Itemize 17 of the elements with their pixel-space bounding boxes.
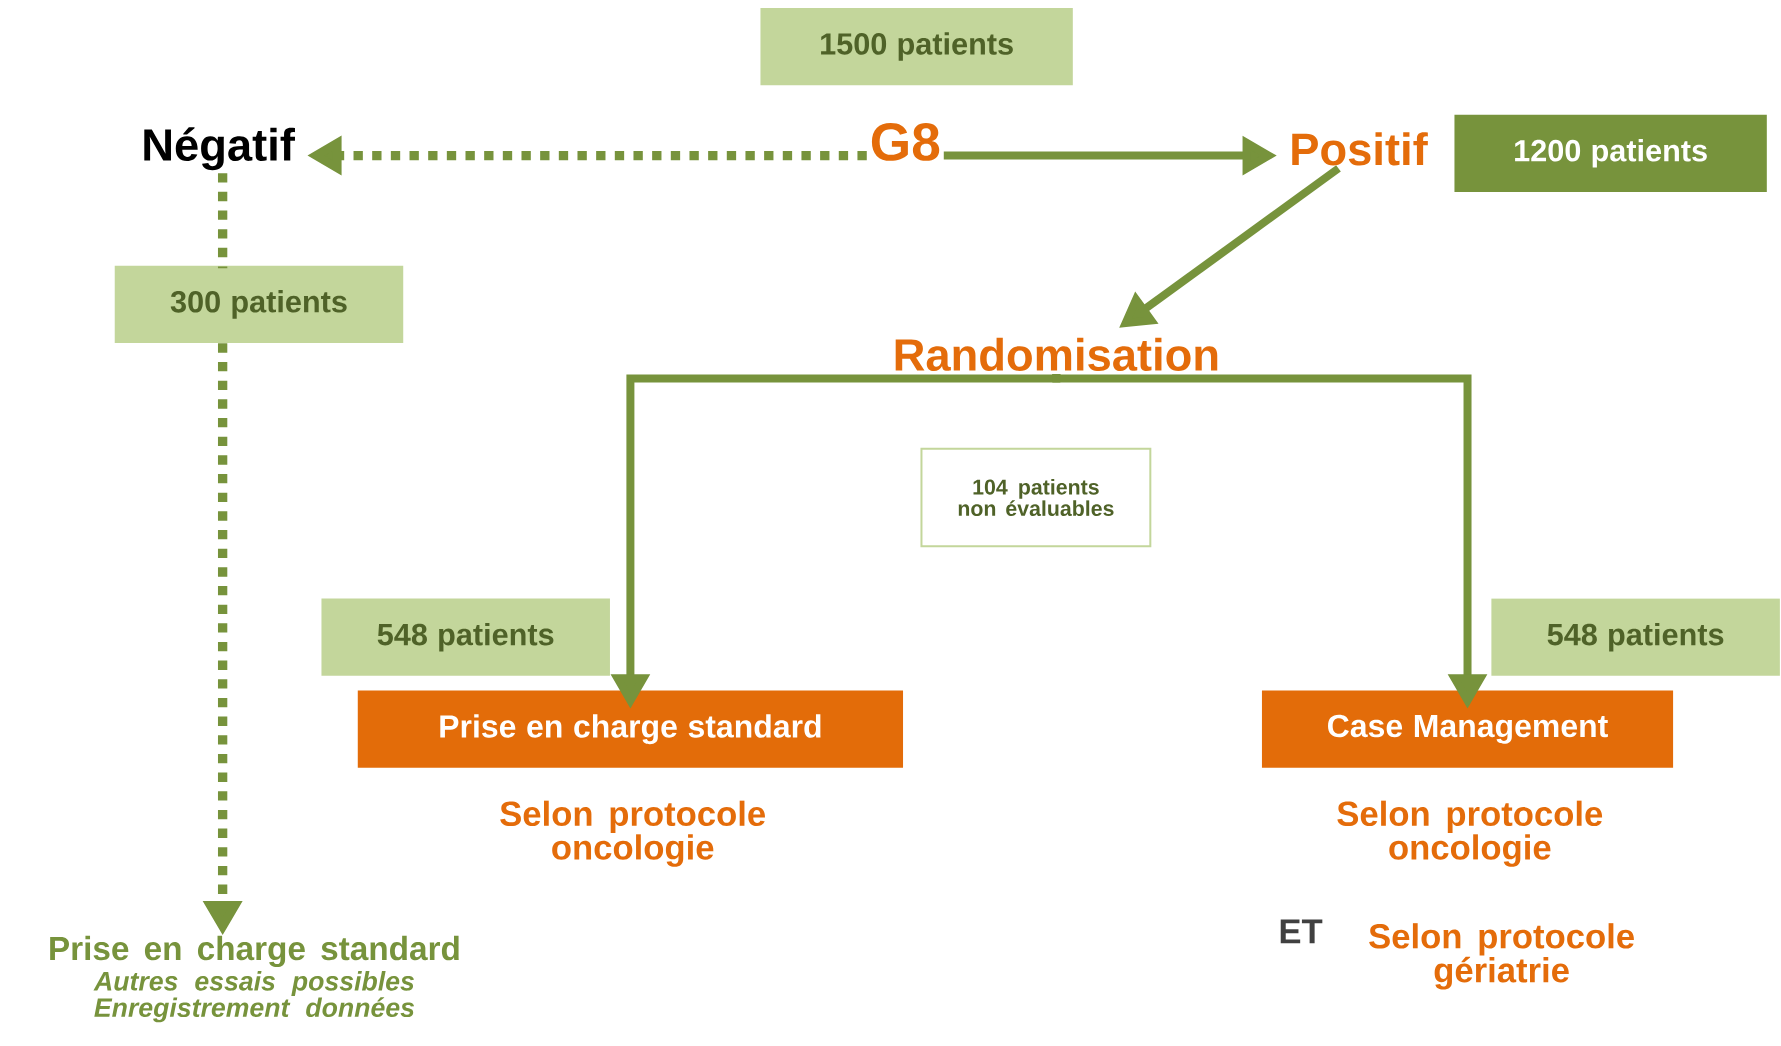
arm-box: Prise en charge standard [357, 690, 904, 768]
arm-box: Case Management [1261, 690, 1674, 768]
caption-text: Selon protocole oncologie [1337, 800, 1603, 867]
result-label: Positif [1292, 132, 1428, 166]
step-label: G8 [871, 123, 940, 161]
caption-text: Selon protocole oncologie [500, 800, 765, 867]
note-box: 104 patients non évaluables [920, 447, 1152, 548]
caption-text: Selon protocole gériatrie [1369, 923, 1634, 990]
count-box: 1200 patients [1454, 114, 1767, 192]
count-box: 1500 patients [760, 7, 1073, 86]
step-label: Randomisation [895, 337, 1218, 371]
count-box: 548 patients [321, 598, 610, 676]
count-box: 300 patients [114, 265, 404, 343]
result-label: Négatif [144, 127, 295, 171]
conjunction-text: ET [1280, 919, 1323, 944]
outcome-text: Prise en charge standard Autres essais possibles Enregistrement données [50, 935, 459, 1023]
count-box: 548 patients [1491, 598, 1780, 676]
